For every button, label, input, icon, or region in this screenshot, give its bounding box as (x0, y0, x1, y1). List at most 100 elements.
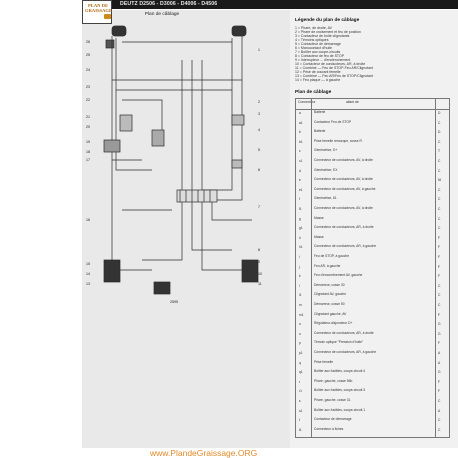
table-cell-right: F (438, 389, 441, 394)
regulator-icon (231, 114, 245, 126)
table-cell-code: g (299, 216, 301, 221)
table-cell-label: Feu d'encombrement AV, gauche (314, 273, 363, 278)
diagram-number: 24 (86, 68, 90, 72)
table-cell-label: Démarreur, cosse 30 (314, 282, 345, 287)
table-cell-right: F (438, 245, 441, 250)
table-cell-code: n (299, 322, 301, 327)
table-cell-right: C (438, 207, 441, 211)
legend-item: 14 = Feu plaque — à gauche (295, 78, 341, 82)
table-cell-right: C (438, 427, 441, 432)
diagram-number: 25 (86, 53, 90, 57)
watermark: www.PlandeGraissage.ORG (150, 448, 258, 458)
table-cell-code: c (299, 149, 301, 154)
rear-light-left-icon (103, 259, 121, 283)
table-cell-right: G (438, 370, 441, 375)
battery-icon (103, 139, 121, 153)
table-cell-code: t (299, 418, 300, 423)
table-cell-code: b1 (299, 139, 303, 144)
diagram-number: 11 (258, 282, 262, 286)
diagram-number: 13 (86, 282, 90, 286)
table-cell-label: Contacteur de démarrage (314, 417, 352, 422)
legend-item: 8 = Contacteur de feu de STOP (295, 54, 345, 58)
table-cell-label: Régulateur-disjoncteur D+ (314, 321, 353, 326)
legend-item: 11 = Combiné — Feu de STOP-Feu AR/Cligno… (295, 66, 373, 70)
table-cell-label: Phare, gauche, cosse 31 (314, 398, 351, 402)
starter-icon (151, 129, 165, 147)
table-cell-right: C (438, 226, 441, 231)
table-cell-right: G (438, 322, 441, 327)
table-cell-right: A (438, 360, 441, 365)
table-cell-right: C (438, 159, 441, 163)
table-cell-right: C (438, 216, 441, 221)
diagram-number: 15 (86, 262, 90, 266)
table-cell-label: Masse (314, 215, 324, 220)
table-cell-code: s1 (299, 408, 303, 413)
title-bar: DEUTZ D2506 - D3006 - D4006 - D4506 (82, 0, 458, 9)
table-title: Plan de câblage (295, 90, 332, 95)
table-cell-code: t1 (299, 427, 302, 432)
table-cell-right: C (438, 168, 441, 173)
diagram-number: 2 (258, 100, 260, 104)
horn-icon (105, 39, 115, 49)
table-cell-label: Prise femelle (314, 359, 334, 364)
table-cell-code: q1 (299, 370, 303, 375)
table-cell-code: d (299, 168, 301, 173)
diagram-number: 18 (86, 150, 90, 154)
table-cell-right: F (438, 379, 441, 384)
table-cell-label: Boîtier aux fusibles, coupe-circuit 1 (314, 407, 366, 412)
column-header: Connecteur (298, 100, 316, 104)
column-divider (311, 99, 312, 437)
legend-item: 2 = Phare de croisement et feu de positi… (295, 30, 361, 34)
table-cell-right: D (438, 111, 441, 115)
diagram-number: 17 (86, 158, 90, 162)
table-cell-right: F (438, 341, 441, 346)
table-cell-right: C (438, 139, 441, 144)
table-cell-label: Masse (314, 234, 324, 239)
table-cell-code: g1 (299, 226, 303, 231)
legend-item: 6 = Manocontact d'huile (295, 46, 332, 50)
diagram-number: 21 (86, 115, 90, 119)
table-cell-right: C (438, 120, 441, 125)
table-cell-code: p1 (299, 351, 303, 355)
diagram-number: 22 (86, 98, 90, 102)
table-cell-code: e (299, 178, 301, 183)
table-cell-label: Connecteur de conducteurs, AR, à gauche (314, 350, 377, 354)
table-cell-code: h (299, 235, 301, 240)
table-cell-right: C (438, 283, 441, 288)
fuse-box (176, 189, 218, 203)
table-cell-label: Batterie (314, 129, 326, 134)
diagram-number: 26 (86, 40, 90, 44)
legend-item: 5 = Contacteur de démarrage (295, 42, 341, 46)
wiring-diagram (103, 25, 259, 295)
table-cell-label: Génératrice, D+ (314, 148, 338, 153)
legend-title: Légende du plan de câblage (295, 18, 360, 23)
table-cell-right: F (438, 235, 441, 240)
table-cell-code: p (299, 341, 301, 346)
headlight-left-icon (111, 25, 127, 37)
diagram-number: 4 (258, 128, 260, 132)
table-cell-code: i (299, 255, 300, 259)
table-cell-code: b (299, 130, 301, 135)
model-title: DEUTZ D2506 - D3006 - D4006 - D4506 (120, 1, 218, 7)
table-cell-right: C (438, 293, 441, 298)
column-header: allant de (346, 100, 359, 104)
table-cell-right: F (438, 274, 441, 279)
table-cell-label: Clignotant gauche, AV (314, 311, 347, 316)
diagram-number: 20 (86, 125, 90, 129)
column-divider (435, 99, 436, 437)
table-cell-label: Génératrice, 61 (314, 196, 337, 201)
diagram-title: Plan de câblage (144, 12, 180, 17)
oil-can-icon (104, 14, 111, 19)
table-cell-label: Témoin optique "Pression d'huile" (314, 340, 364, 345)
trailer-socket-icon (153, 281, 171, 295)
legend-item: 7 = Boîtier aux coupe-circuits (295, 50, 341, 54)
logo-line-2: GRAISSAGE (85, 8, 113, 13)
table-cell-right: D (438, 130, 441, 135)
table-cell-label: Connecteur de conducteurs, AR, à gauche (314, 244, 377, 249)
table-cell-right: C (438, 187, 441, 192)
table-cell-label: Feu AR, à gauche (314, 263, 341, 268)
legend-sheet (290, 10, 458, 448)
diagram-sheet (82, 10, 290, 448)
table-header: Connecteur allant de (296, 99, 449, 110)
